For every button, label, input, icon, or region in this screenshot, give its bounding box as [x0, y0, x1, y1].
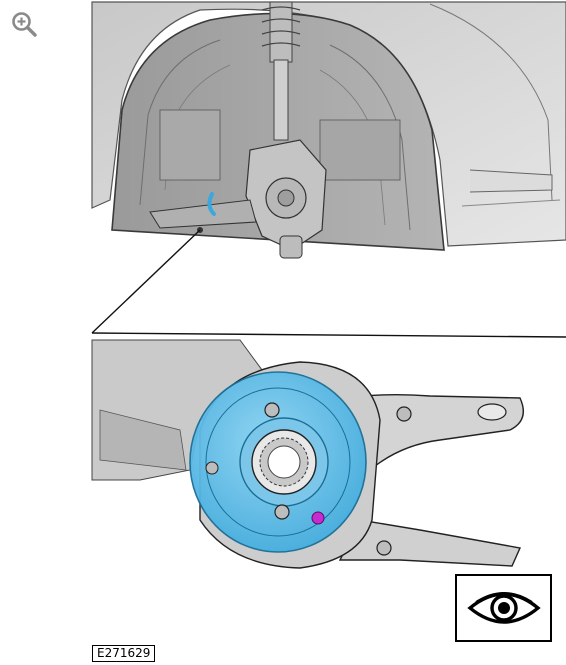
wheel-arch-view	[91, 1, 566, 264]
detail-leader-lines	[91, 229, 566, 338]
zoom-in-button[interactable]	[8, 8, 40, 40]
figure-id-label: E271629	[92, 645, 156, 662]
view-indicator-box	[455, 574, 552, 642]
zoom-in-icon	[12, 12, 37, 37]
hub-detail-view	[91, 339, 566, 570]
eye-icon	[466, 592, 541, 624]
